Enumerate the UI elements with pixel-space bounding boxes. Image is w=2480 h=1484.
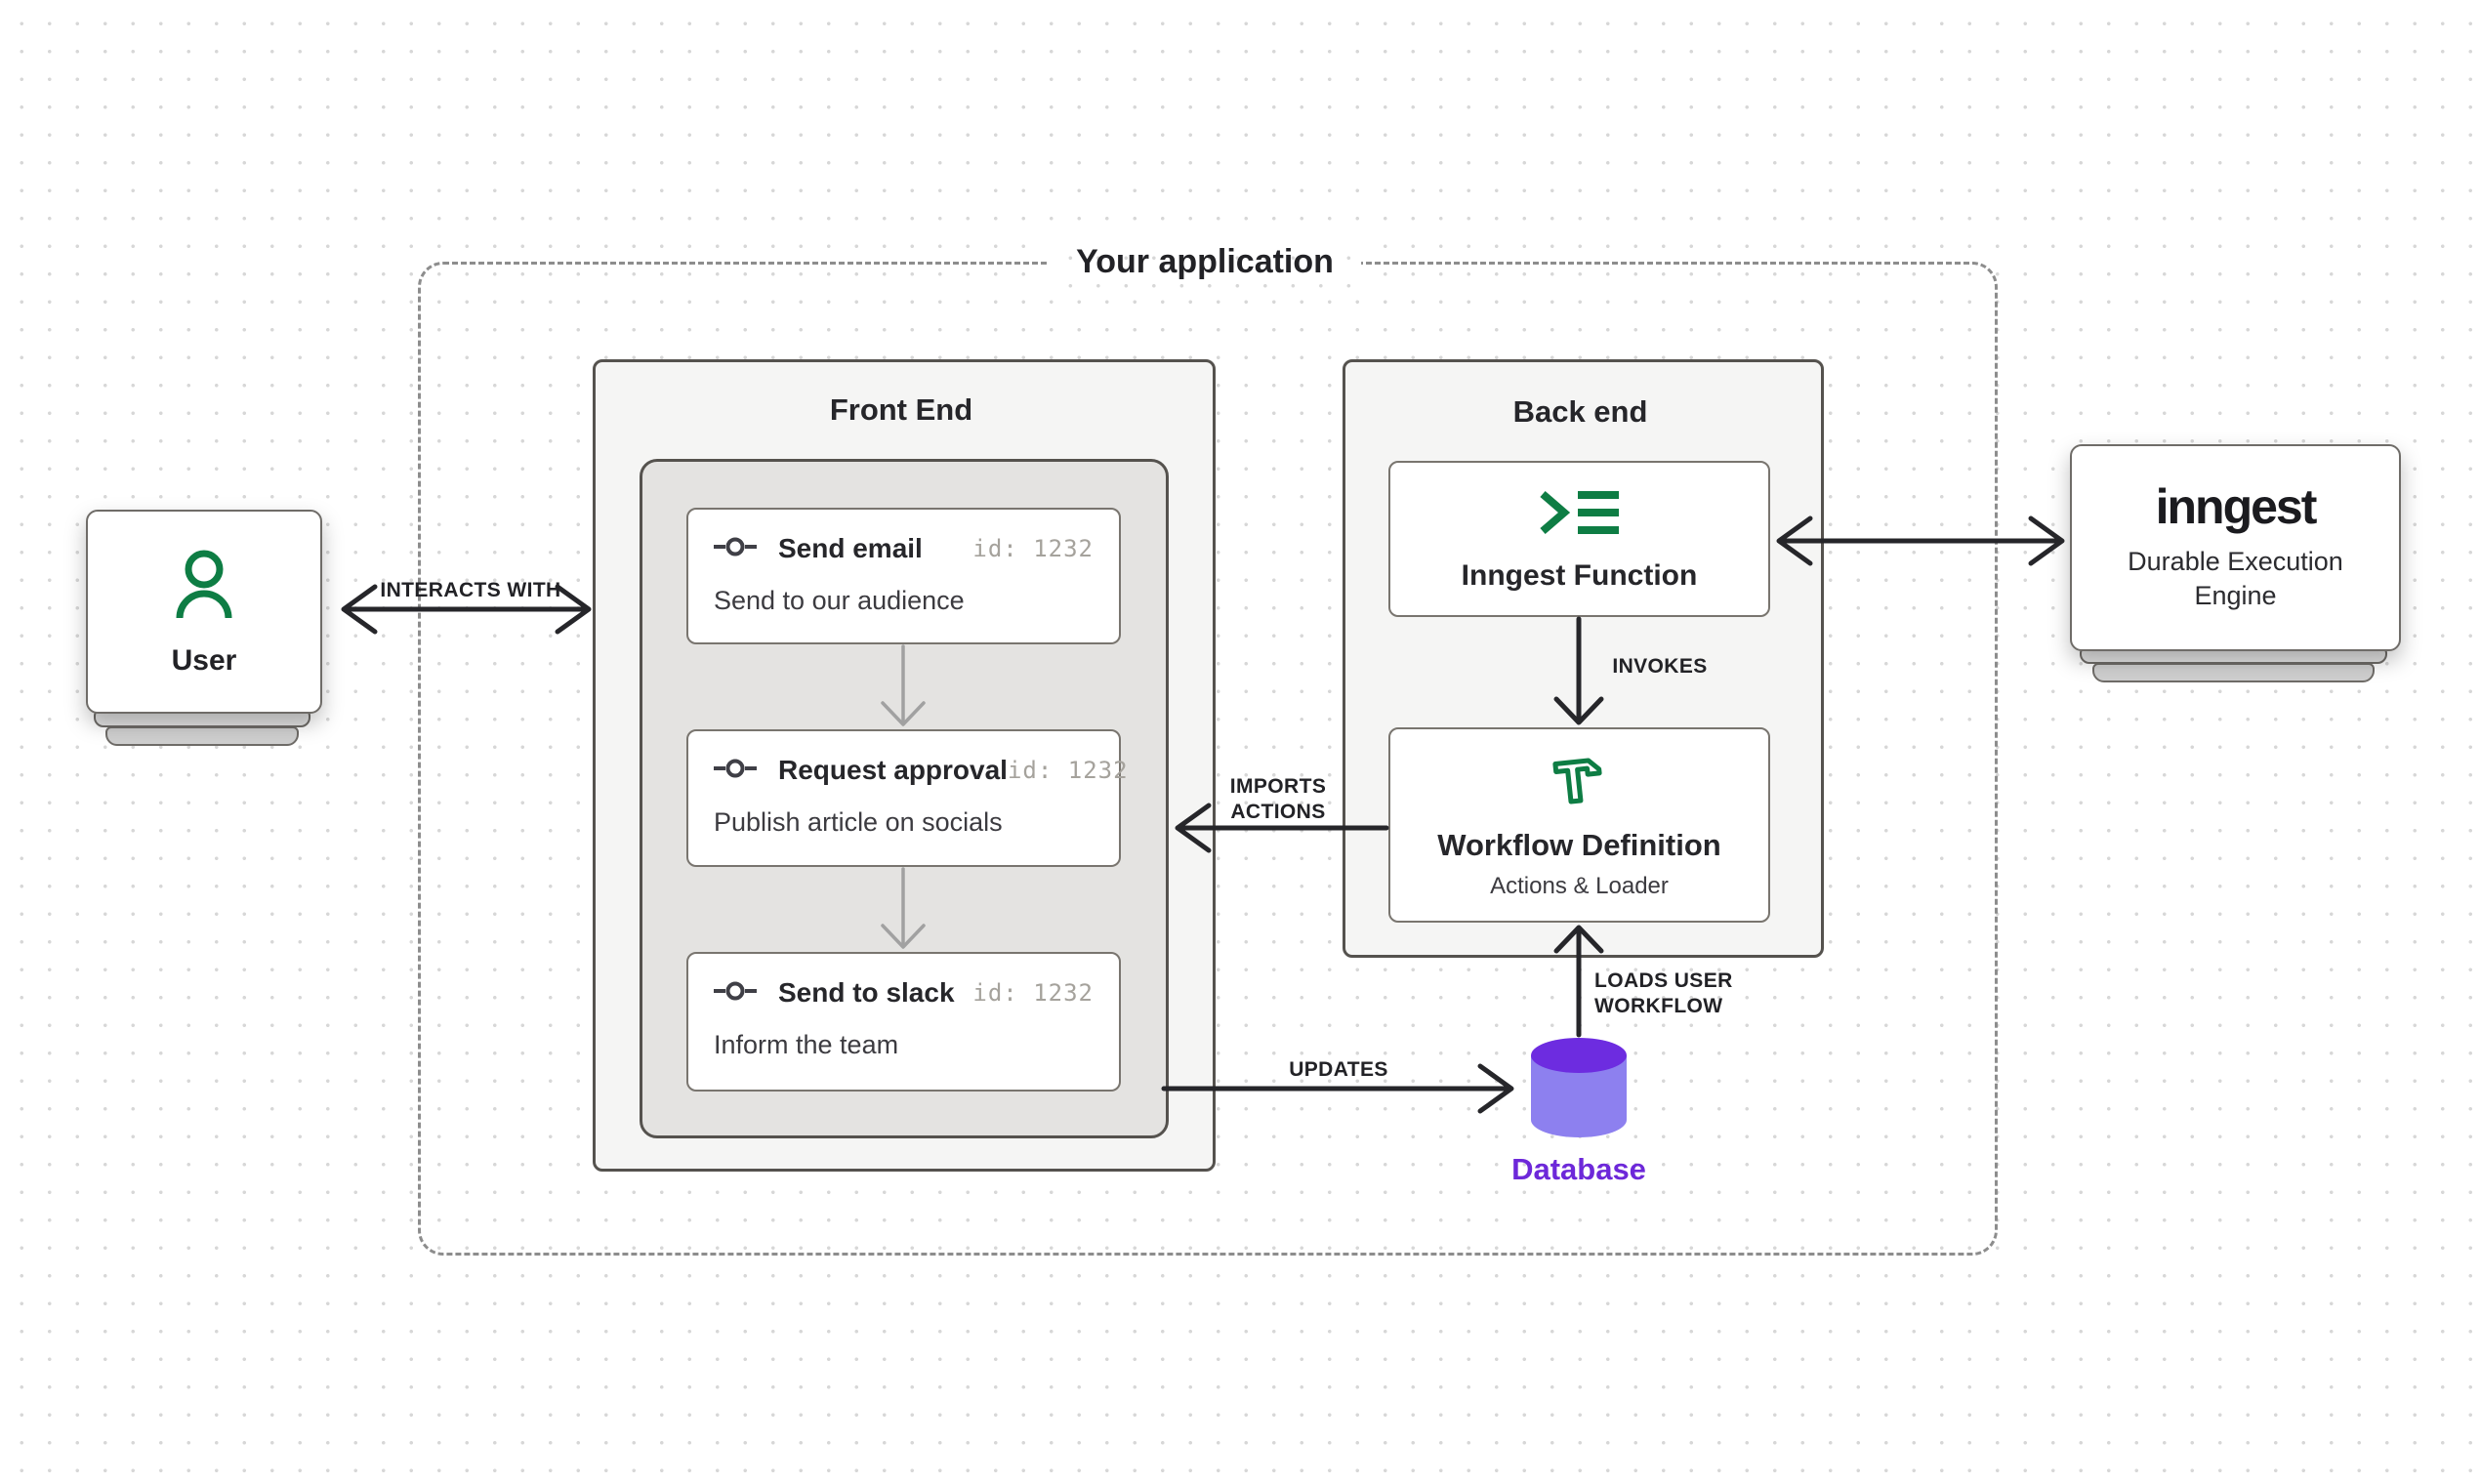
step-id: id: 1232	[1007, 757, 1129, 784]
step-card-send-email: Send email id: 1232 Send to our audience	[686, 508, 1121, 644]
terminal-list-icon	[1537, 486, 1623, 544]
user-pedestal-2	[105, 726, 299, 746]
step-description: Send to our audience	[714, 586, 965, 615]
loads-user-workflow-label: LOADS USER WORKFLOW	[1594, 969, 1733, 1020]
step-title: Request approval	[778, 755, 1008, 785]
workflow-definition-subtitle: Actions & Loader	[1490, 872, 1669, 899]
imports-actions-line1: IMPORTS	[1229, 775, 1327, 798]
interacts-with-label: INTERACTS WITH	[380, 579, 561, 601]
user-label: User	[171, 644, 237, 677]
inngest-engine-box: inngest Durable Execution Engine	[2070, 444, 2401, 651]
step-description: Publish article on socials	[714, 807, 1003, 837]
arrowhead-left	[341, 584, 378, 635]
inngest-logo: inngest	[2155, 478, 2318, 534]
step-id: id: 1232	[972, 535, 1094, 562]
engine-subtitle: Durable Execution Engine	[2128, 546, 2343, 610]
workflow-definition-title: Workflow Definition	[1437, 827, 1721, 862]
commit-node-icon	[714, 759, 757, 783]
step-description: Inform the team	[714, 1030, 899, 1059]
engine-pedestal-2	[2092, 663, 2375, 682]
your-application-title: Your application	[1049, 234, 1361, 290]
arrowhead-right	[2028, 515, 2065, 566]
hammer-icon	[1546, 747, 1612, 816]
user-box: User	[86, 510, 322, 714]
imports-actions-line2: ACTIONS	[1230, 801, 1326, 824]
back-end-title: Back end	[1512, 394, 1648, 429]
commit-node-icon	[714, 981, 757, 1006]
imports-actions-label: IMPORTS ACTIONS	[1230, 774, 1326, 826]
inngest-function-card: Inngest Function	[1388, 461, 1770, 617]
loads-user-workflow-line2: WORKFLOW	[1594, 995, 1723, 1018]
front-end-title: Front End	[829, 392, 973, 427]
loads-user-workflow-line1: LOADS USER	[1594, 969, 1733, 992]
database-label: Database	[1511, 1152, 1646, 1186]
commit-node-icon	[714, 537, 757, 561]
step-card-request-approval: Request approval id: 1232 Publish articl…	[686, 729, 1128, 867]
step-card-send-to-slack: Send to slack id: 1232 Inform the team	[686, 952, 1121, 1092]
step-title: Send to slack	[778, 977, 955, 1008]
user-icon	[169, 546, 239, 627]
invokes-label: INVOKES	[1612, 655, 1708, 678]
inngest-function-title: Inngest Function	[1461, 558, 1698, 592]
workflow-definition-card: Workflow Definition Actions & Loader	[1388, 727, 1770, 923]
updates-label: UPDATES	[1289, 1058, 1388, 1081]
database-cylinder-top	[1531, 1038, 1627, 1073]
step-id: id: 1232	[972, 979, 1094, 1007]
step-title: Send email	[778, 533, 923, 563]
